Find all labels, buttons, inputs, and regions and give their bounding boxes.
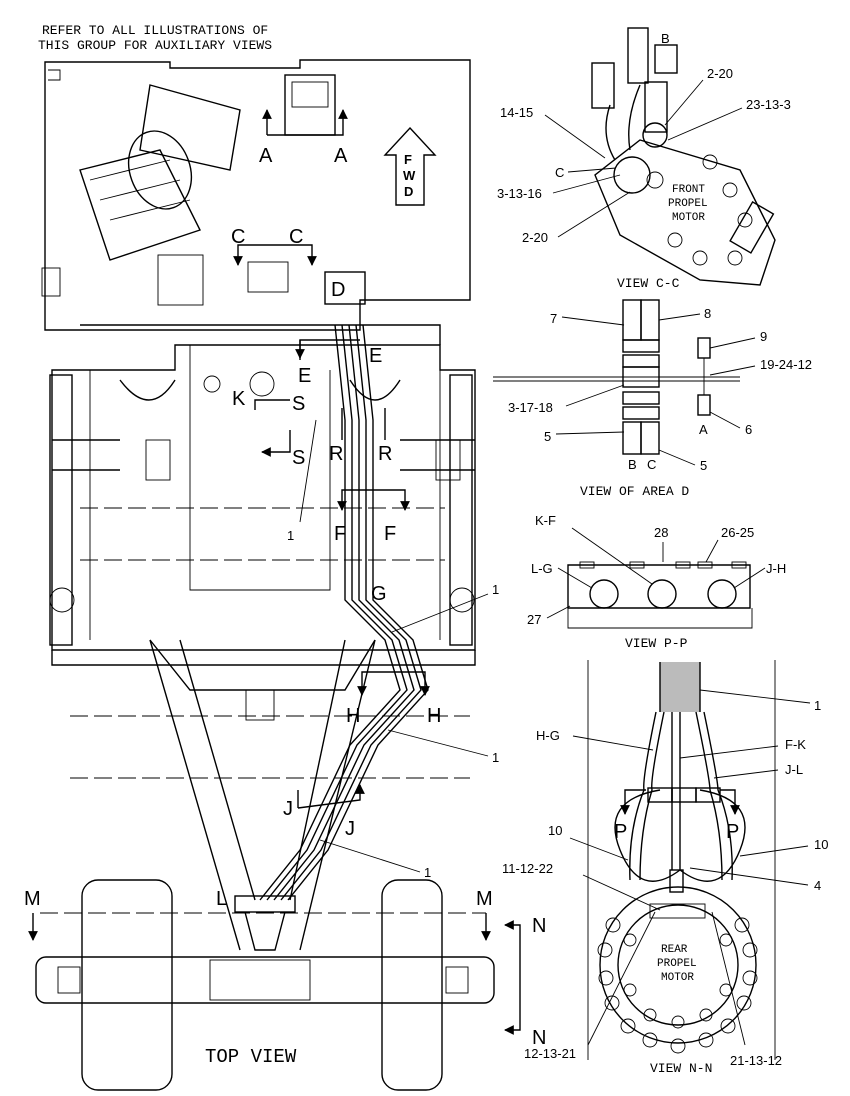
view-cc-drawing bbox=[591, 27, 776, 286]
callout-28: 28 bbox=[654, 525, 668, 540]
section-j-right: J bbox=[345, 818, 355, 840]
callout-b-area-d: B bbox=[628, 457, 637, 472]
note-line-2: THIS GROUP FOR AUXILIARY VIEWS bbox=[38, 38, 272, 53]
view-pp-title: VIEW P-P bbox=[625, 636, 688, 651]
callout-10-right: 10 bbox=[814, 837, 828, 852]
section-j-left: J bbox=[283, 798, 293, 820]
section-letters: A A C C D E E K S S R R F F G H H J J L … bbox=[24, 145, 546, 1049]
fwd-letter-f: F bbox=[404, 152, 412, 167]
top-view-drawing bbox=[35, 59, 495, 1091]
callout-a: A bbox=[699, 422, 708, 437]
view-cc-title: VIEW C-C bbox=[617, 276, 680, 291]
section-m-right: M bbox=[476, 888, 493, 910]
callout-6: 6 bbox=[745, 422, 752, 437]
section-m-left: M bbox=[24, 888, 41, 910]
section-r-right: R bbox=[378, 443, 392, 465]
callout-11-12-22: 11-12-22 bbox=[502, 861, 553, 876]
front-motor-label-2: PROPEL bbox=[668, 198, 708, 210]
callout-2-20-top: 2-20 bbox=[707, 66, 733, 81]
fwd-letter-w: W bbox=[403, 168, 416, 183]
callout-j-l: J-L bbox=[785, 762, 803, 777]
callout-f-k: F-K bbox=[785, 737, 806, 752]
view-d-title: VIEW OF AREA D bbox=[580, 484, 689, 499]
callout-c: C bbox=[555, 165, 564, 180]
view-cc-labels: FRONT PROPEL MOTOR B 2-20 23-13-3 14-15 … bbox=[497, 31, 791, 291]
callout-5-right: 5 bbox=[700, 458, 707, 473]
callout-1-c: 1 bbox=[492, 750, 499, 765]
fwd-letter-d: D bbox=[404, 184, 413, 199]
section-s-top: S bbox=[292, 393, 305, 415]
section-d-box: D bbox=[331, 279, 345, 301]
top-view-callouts: 1 1 1 1 bbox=[287, 419, 499, 880]
callout-23-13-3: 23-13-3 bbox=[746, 97, 791, 112]
callout-19-24-12: 19-24-12 bbox=[760, 357, 812, 372]
section-e-left: E bbox=[298, 365, 311, 387]
section-k: K bbox=[232, 388, 246, 410]
section-c-left: C bbox=[231, 226, 245, 248]
callout-14-15: 14-15 bbox=[500, 105, 533, 120]
view-nn-title: VIEW N-N bbox=[650, 1061, 712, 1076]
section-f-left: F bbox=[334, 523, 346, 545]
callout-26-25: 26-25 bbox=[721, 525, 754, 540]
view-d-drawing bbox=[493, 299, 740, 455]
callout-b: B bbox=[661, 31, 670, 46]
section-n-top: N bbox=[532, 915, 546, 937]
callout-8: 8 bbox=[704, 306, 711, 321]
callout-1-a: 1 bbox=[287, 528, 294, 543]
section-g: G bbox=[371, 583, 387, 605]
section-h-left: H bbox=[346, 705, 360, 727]
callout-3-13-16: 3-13-16 bbox=[497, 186, 542, 201]
view-d-labels: 7 8 9 19-24-12 3-17-18 A 6 5 B C 5 VIEW … bbox=[508, 306, 812, 499]
front-motor-label-3: MOTOR bbox=[672, 212, 705, 224]
view-nn-labels: REAR PROPEL MOTOR P P 1 H-G F-K J-L 10 1… bbox=[502, 689, 828, 1076]
forward-arrow-icon: F W D bbox=[383, 126, 437, 206]
callout-1-b: 1 bbox=[492, 582, 499, 597]
callout-h-g: H-G bbox=[536, 728, 560, 743]
view-pp-drawing bbox=[567, 561, 753, 629]
rear-motor-label-3: MOTOR bbox=[661, 972, 694, 984]
section-p-right: P bbox=[726, 821, 739, 843]
callout-9: 9 bbox=[760, 329, 767, 344]
section-n-bottom: N bbox=[532, 1027, 546, 1049]
callout-21-13-12: 21-13-12 bbox=[730, 1053, 782, 1068]
callout-3-17-18: 3-17-18 bbox=[508, 400, 553, 415]
rear-motor-label-1: REAR bbox=[661, 944, 688, 956]
section-l: L bbox=[216, 888, 227, 910]
view-pp-labels: K-F 28 26-25 L-G J-H 27 VIEW P-P bbox=[527, 513, 786, 651]
callout-1-nn: 1 bbox=[814, 698, 821, 713]
callout-k-f: K-F bbox=[535, 513, 556, 528]
callout-1-d: 1 bbox=[424, 865, 431, 880]
callout-c-area-d: C bbox=[647, 457, 656, 472]
callout-l-g: L-G bbox=[531, 561, 553, 576]
callout-7: 7 bbox=[550, 311, 557, 326]
callout-j-h: J-H bbox=[766, 561, 786, 576]
front-motor-label-1: FRONT bbox=[672, 184, 705, 196]
top-view-title: TOP VIEW bbox=[205, 1046, 297, 1068]
callout-5-left: 5 bbox=[544, 429, 551, 444]
callout-2-20-bottom: 2-20 bbox=[522, 230, 548, 245]
section-s-bottom: S bbox=[292, 447, 305, 469]
section-h-right: H bbox=[427, 705, 441, 727]
view-nn-drawing bbox=[587, 660, 776, 1060]
callout-12-13-21: 12-13-21 bbox=[524, 1046, 576, 1061]
rear-motor-label-2: PROPEL bbox=[657, 958, 697, 970]
section-arrows bbox=[28, 109, 521, 1035]
note-line-1: REFER TO ALL ILLUSTRATIONS OF bbox=[42, 23, 268, 38]
callout-27: 27 bbox=[527, 612, 541, 627]
section-p-left: P bbox=[614, 821, 627, 843]
section-e-right: E bbox=[369, 345, 382, 367]
callout-4: 4 bbox=[814, 878, 821, 893]
section-c-right: C bbox=[289, 226, 303, 248]
section-a-left: A bbox=[259, 145, 273, 167]
section-f-right: F bbox=[384, 523, 396, 545]
section-r-left: R bbox=[329, 443, 343, 465]
reference-note: REFER TO ALL ILLUSTRATIONS OF THIS GROUP… bbox=[38, 23, 272, 53]
section-a-right: A bbox=[334, 145, 348, 167]
callout-10-left: 10 bbox=[548, 823, 562, 838]
